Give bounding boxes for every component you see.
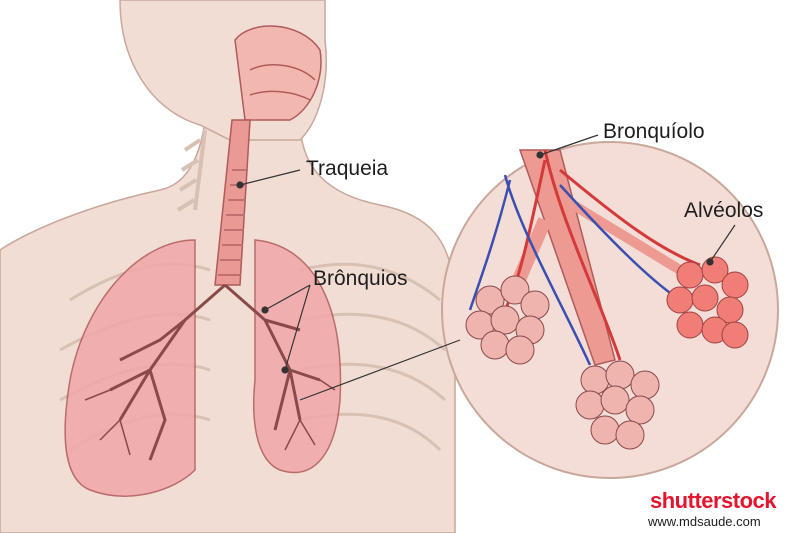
label-bronquios: Brônquios	[313, 267, 408, 290]
label-bronquiolo: Bronquíolo	[603, 120, 705, 143]
spine	[176, 129, 207, 212]
leader-traqueia	[239, 169, 301, 186]
inset-zoom	[441, 141, 779, 479]
leader-bronquiolo	[539, 134, 599, 156]
label-alveolos: Alvéolos	[684, 199, 764, 222]
leader-alveolos	[709, 224, 736, 263]
leader-bronquios	[264, 284, 311, 371]
watermark-site: www.mdsaude.com	[648, 514, 761, 529]
bronchi-tree	[109, 283, 321, 461]
watermark-logo: shutterstock	[650, 488, 777, 513]
lungs	[64, 239, 342, 497]
leader-lines	[236, 134, 736, 401]
right-lung	[64, 239, 196, 497]
left-lung	[252, 239, 342, 474]
label-traqueia: Traqueia	[306, 157, 389, 180]
alveoli-cluster-bottom	[575, 360, 660, 450]
alveoli-cluster-left	[465, 275, 550, 365]
nasal-cavity	[234, 25, 322, 121]
leader-zoom	[299, 339, 461, 401]
